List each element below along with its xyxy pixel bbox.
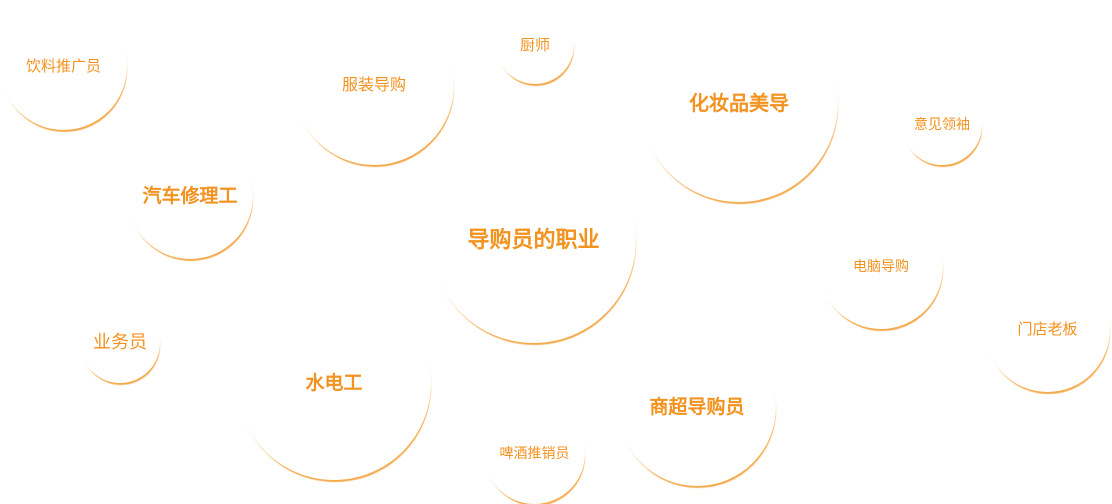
bubble-opinion-leader: 意见领袖 bbox=[902, 85, 982, 165]
bubble-label: 水电工 bbox=[305, 371, 363, 394]
bubble-label: 服装导购 bbox=[341, 75, 406, 94]
bubble-label: 电脑导购 bbox=[853, 259, 909, 275]
center-topic-label: 导购员的职业 bbox=[467, 227, 600, 253]
bubble-label: 厨师 bbox=[519, 35, 550, 54]
bubble-computer-guide: 电脑导购 bbox=[819, 205, 943, 329]
bubble-salesperson: 业务员 bbox=[80, 303, 160, 383]
bubble-plumber-electrician: 水电工 bbox=[237, 286, 431, 480]
bubble-label: 意见领袖 bbox=[914, 117, 970, 133]
bubble-label: 汽车修理工 bbox=[142, 184, 238, 207]
bubble-center-topic: 导购员的职业 bbox=[431, 138, 636, 343]
bubble-label: 化妆品美导 bbox=[689, 91, 789, 115]
bubble-cosmetics-guide: 化妆品美导 bbox=[640, 4, 838, 202]
bubble-store-owner: 门店老板 bbox=[985, 267, 1110, 392]
bubble-label: 商超导购员 bbox=[649, 395, 745, 418]
bubble-label: 啤酒推销员 bbox=[499, 445, 570, 462]
bubble-beer-promoter: 啤酒推销员 bbox=[484, 403, 585, 504]
bubble-label: 门店老板 bbox=[1017, 320, 1078, 338]
bubble-label: 饮料推广员 bbox=[25, 57, 101, 75]
bubble-auto-mechanic: 汽车修理工 bbox=[127, 133, 253, 259]
bubble-chef: 厨师 bbox=[496, 6, 574, 84]
bubble-supermarket-guide: 商超导购员 bbox=[618, 328, 776, 486]
bubble-label: 业务员 bbox=[93, 332, 147, 353]
bubble-drinks-promoter: 饮料推广员 bbox=[0, 3, 127, 130]
bubble-clothing-guide: 服装导购 bbox=[294, 5, 454, 165]
